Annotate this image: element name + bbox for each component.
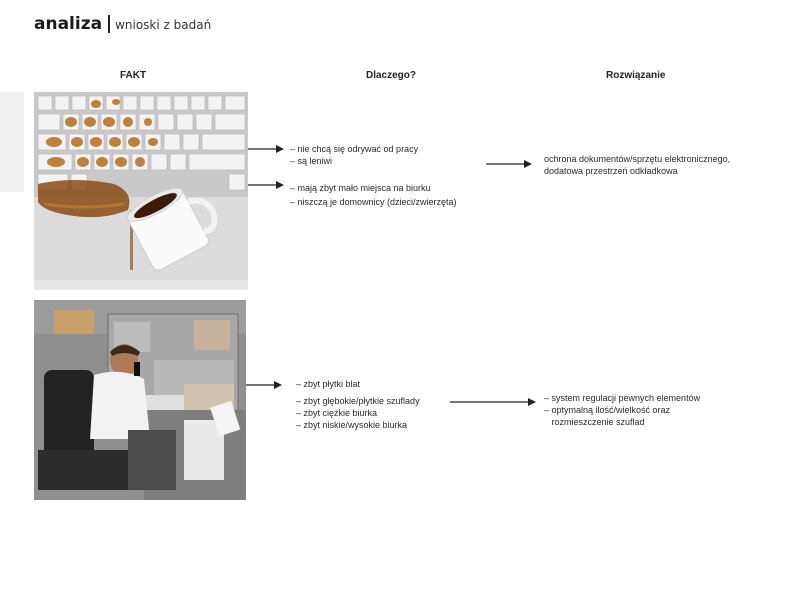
- reason-item: – mają zbyt mało miejsca na biurku: [290, 183, 431, 193]
- solution-line: – optymalną ilość/wielkość oraz: [544, 405, 671, 415]
- solution-line: dodatowa przestrzeń odkładkowa: [544, 166, 678, 176]
- title-divider: [108, 15, 111, 33]
- reason-item: – nie chcą się odrywać od pracy: [290, 144, 419, 154]
- reason-item: – zbyt płytki blat: [296, 379, 361, 389]
- reason-item: – zbyt ciężkie biurka: [296, 408, 378, 418]
- reason-item: – niszczą je domownicy (dzieci/zwierzęta…: [290, 197, 457, 207]
- cluttered-desk-photo: [34, 300, 246, 500]
- arrow-right-icon: [450, 398, 536, 406]
- reason-item: – są leniwi: [290, 156, 333, 166]
- column-header-solution: Rozwiązanie: [606, 70, 666, 81]
- column-header-why: Dlaczego?: [366, 70, 417, 81]
- arrow-right-icon: [248, 181, 284, 189]
- left-edge-artifact: [0, 92, 24, 192]
- page-subtitle: wnioski z badań: [115, 18, 212, 32]
- arrow-right-icon: [246, 381, 282, 389]
- solution-line: – system regulacji pewnych elementów: [544, 393, 701, 403]
- reason-item: – zbyt niskie/wysokie biurka: [296, 420, 408, 430]
- reason-item: – zbyt głębokie/płytkie szuflady: [296, 396, 420, 406]
- arrow-right-icon: [486, 160, 532, 168]
- solution-line: ochrona dokumentów/sprzętu elektroniczne…: [544, 154, 731, 164]
- arrow-right-icon: [248, 145, 284, 153]
- keyboard-coffee-photo: [34, 92, 248, 290]
- column-header-fact: FAKT: [120, 70, 147, 81]
- solution-line: rozmieszczenie szuflad: [544, 417, 645, 427]
- page-title: analiza: [34, 14, 103, 34]
- page-header: analiza wnioski z badań: [34, 14, 211, 34]
